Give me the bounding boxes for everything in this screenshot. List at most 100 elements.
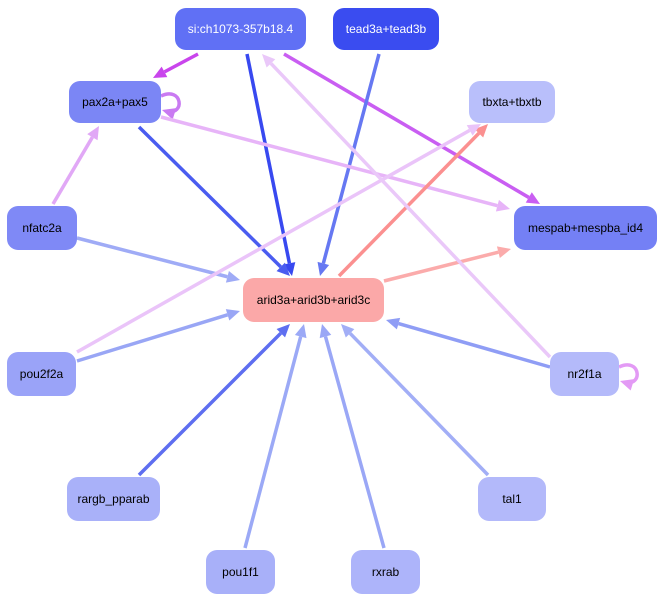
edge-nfatc-to-pax-arrowhead	[87, 126, 99, 141]
edge-si-to-mespa-line	[283, 52, 530, 199]
edge-rargb-to-arid-line	[137, 331, 283, 477]
node-layer: si:ch1073-357b18.4 tead3a+tead3b pax2a+pax…	[7, 8, 657, 594]
edge-nr2f-to-arid-arrowhead	[386, 317, 401, 330]
edge-arid-to-tbx-arrowhead	[474, 124, 488, 138]
edge-pou2-to-tbx-line	[76, 128, 471, 354]
node-tead[interactable]: tead3a+tead3b	[333, 8, 439, 50]
edge-pou2-to-arid-line	[76, 313, 229, 363]
node-nfatc-label: nfatc2a	[22, 221, 62, 235]
edge-nfatc-to-arid-arrowhead	[225, 270, 240, 283]
edge-pou2-to-tbx-arrowhead	[466, 124, 481, 136]
node-rxr-label: rxrab	[372, 565, 400, 579]
edge-si-to-arid	[245, 53, 296, 276]
node-tal[interactable]: tal1	[478, 477, 546, 521]
edge-pax-to-arid-line	[137, 125, 282, 269]
edge-si-to-pax-line	[163, 52, 199, 74]
node-rargb[interactable]: rargb_pparab	[67, 477, 160, 521]
edge-pax-to-mespa-line	[160, 115, 498, 208]
node-pou2-box	[7, 352, 76, 396]
edge-pou2-to-arid	[76, 309, 240, 363]
edge-arid-to-tbx	[337, 124, 488, 278]
node-nr2f[interactable]: nr2f1a	[550, 352, 619, 396]
node-tead-label: tead3a+tead3b	[346, 22, 427, 36]
edge-si-to-arid-line	[245, 53, 292, 264]
edge-nr2f-to-si	[262, 54, 552, 359]
node-pou2[interactable]: pou2f2a	[7, 352, 76, 396]
edge-pou1-to-arid-arrowhead	[294, 324, 307, 339]
edge-pax-to-arid	[137, 125, 290, 276]
node-tbx-label: tbxta+tbxtb	[482, 95, 541, 109]
node-si[interactable]: si:ch1073-357b18.4	[175, 8, 306, 50]
node-nfatc-box	[7, 206, 77, 250]
edge-si-to-mespa	[283, 52, 540, 204]
node-mespa[interactable]: mespab+mespba_id4	[514, 206, 657, 250]
node-mespa-box	[514, 206, 657, 250]
edge-nr2f-to-nr2f	[618, 363, 639, 391]
edge-si-to-arid-arrowhead	[283, 262, 296, 276]
node-tal-box	[478, 477, 546, 521]
node-pax-label: pax2a+pax5	[82, 95, 148, 109]
edge-tead-to-arid	[317, 53, 381, 276]
edge-pou1-to-arid-line	[243, 336, 303, 549]
edge-pax-to-pax-arrowhead	[162, 108, 177, 120]
node-pou1-label: pou1f1	[222, 565, 259, 579]
edge-arid-to-mespa	[383, 246, 511, 283]
edge-si-to-mespa-arrowhead	[525, 192, 540, 204]
edge-arid-to-mespa-line	[383, 250, 499, 283]
edge-nr2f-to-si-line	[269, 62, 552, 359]
node-si-label: si:ch1073-357b18.4	[188, 22, 294, 36]
node-tbx[interactable]: tbxta+tbxtb	[469, 81, 555, 123]
node-rxr[interactable]: rxrab	[351, 550, 420, 594]
edge-pou2-to-tbx	[76, 124, 481, 354]
edge-rargb-to-arid-arrowhead	[276, 324, 290, 338]
edge-pou1-to-arid	[243, 324, 307, 549]
node-pou1-box	[206, 550, 275, 594]
node-tal-label: tal1	[502, 492, 522, 506]
node-rargb-box	[67, 477, 160, 521]
node-nr2f-box	[550, 352, 619, 396]
node-mespa-label: mespab+mespba_id4	[528, 221, 643, 235]
edge-pax-to-pax	[160, 92, 181, 120]
node-arid-box	[243, 278, 384, 322]
edge-pou2-to-arid-arrowhead	[225, 309, 240, 321]
edge-arid-to-mespa-arrowhead	[496, 246, 511, 258]
node-rargb-label: rargb_pparab	[77, 492, 149, 506]
node-nfatc[interactable]: nfatc2a	[7, 206, 77, 250]
edge-nfatc-to-arid	[76, 236, 240, 283]
edge-nfatc-to-pax-line	[51, 136, 94, 205]
node-arid[interactable]: arid3a+arid3b+arid3c	[243, 278, 384, 322]
node-pax[interactable]: pax2a+pax5	[69, 81, 161, 123]
node-pax-box	[69, 81, 161, 123]
node-tbx-box	[469, 81, 555, 123]
edge-nr2f-to-nr2f-arrowhead	[620, 379, 635, 391]
edge-tead-to-arid-line	[321, 53, 381, 264]
edge-si-to-pax-arrowhead	[153, 66, 168, 78]
node-nr2f-label: nr2f1a	[567, 367, 601, 381]
edge-tal-to-arid-arrowhead	[341, 324, 355, 338]
edge-pax-to-mespa	[160, 115, 510, 212]
edge-tal-to-arid	[341, 324, 490, 477]
edge-si-to-pax	[153, 52, 199, 78]
node-rxr-box	[351, 550, 420, 594]
edge-arid-to-tbx-line	[337, 132, 481, 278]
edge-nfatc-to-arid-line	[76, 236, 228, 279]
node-si-box	[175, 8, 306, 50]
node-pou1[interactable]: pou1f1	[206, 550, 275, 594]
edge-pax-to-mespa-arrowhead	[495, 199, 510, 212]
edge-rxr-to-arid-arrowhead	[319, 324, 332, 339]
edge-rargb-to-arid	[137, 324, 290, 477]
node-arid-label: arid3a+arid3b+arid3c	[257, 293, 370, 307]
edge-tead-to-arid-arrowhead	[317, 261, 330, 276]
node-tead-box	[333, 8, 439, 50]
edge-rxr-to-arid	[319, 324, 386, 549]
edge-tal-to-arid-line	[348, 332, 490, 477]
edge-nfatc-to-pax	[51, 126, 99, 205]
edge-nr2f-to-arid-line	[398, 321, 551, 369]
edge-nr2f-to-si-arrowhead	[262, 54, 276, 68]
edge-nr2f-to-arid	[386, 317, 551, 369]
edge-pax-to-arid-arrowhead	[276, 262, 290, 276]
node-pou2-label: pou2f2a	[20, 367, 64, 381]
edge-rxr-to-arid-line	[323, 336, 386, 549]
edge-layer	[51, 52, 639, 549]
